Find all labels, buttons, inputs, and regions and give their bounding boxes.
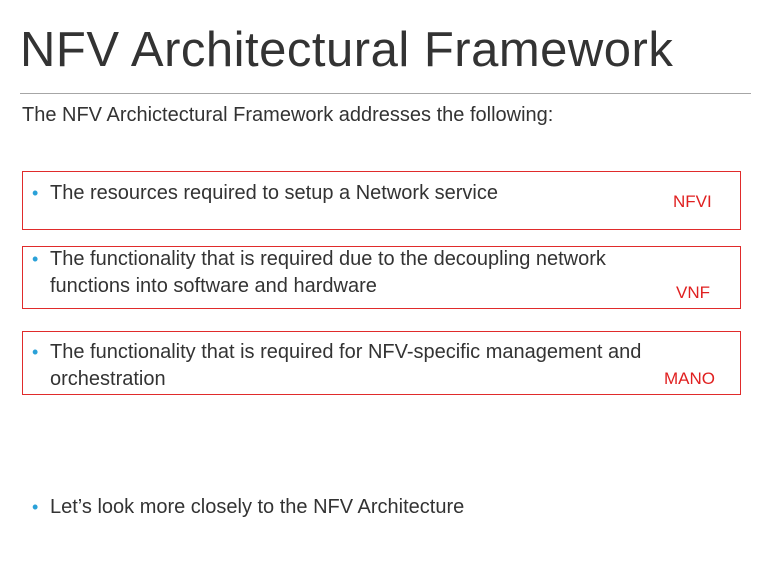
bullet-text-line2: functions into software and hardware: [50, 275, 377, 297]
bullet-icon: •: [32, 183, 39, 203]
nfvi-box: [22, 171, 741, 230]
mano-box: [22, 331, 741, 395]
bullet-text: The functionality that is required for N…: [50, 339, 641, 393]
bullet-item-closing: • Let’s look more closely to the NFV Arc…: [32, 494, 732, 521]
bullet-text: Let’s look more closely to the NFV Archi…: [50, 496, 465, 518]
bullet-item-resources: • The resources required to setup a Netw…: [32, 180, 712, 207]
bullet-icon: •: [32, 342, 39, 362]
vnf-tag: VNF: [676, 283, 710, 302]
vnf-box: [22, 246, 741, 309]
bullet-text-line1: The functionality that is required for N…: [50, 341, 642, 363]
bullet-icon: •: [32, 249, 39, 269]
bullet-item-functionality-mano: • The functionality that is required for…: [32, 339, 738, 393]
bullet-item-functionality-decoupling: • The functionality that is required due…: [32, 246, 732, 300]
intro-text: The NFV Archictectural Framework address…: [22, 104, 554, 126]
mano-tag: MANO: [664, 369, 715, 388]
bullet-text-line2: orchestration: [50, 368, 166, 390]
bullet-icon: •: [32, 497, 39, 517]
bullet-text: The resources required to setup a Networ…: [50, 182, 498, 204]
nfvi-tag: NFVI: [673, 192, 712, 211]
title-divider: [20, 93, 751, 94]
bullet-text: The functionality that is required due t…: [50, 246, 606, 300]
slide-title: NFV Architectural Framework: [20, 23, 674, 77]
bullet-text-line1: The functionality that is required due t…: [50, 248, 606, 270]
